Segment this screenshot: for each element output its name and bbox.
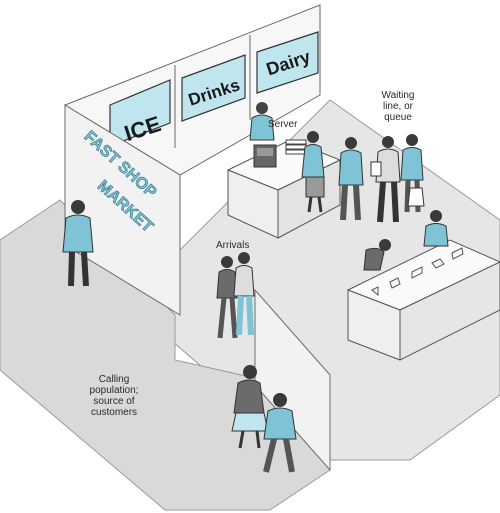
server-label: Server [268,119,298,130]
calling-population-label-line: population; [89,385,139,396]
server-person [249,102,275,141]
queue-person-3 [400,134,425,213]
shopper-at-display-case [423,210,449,247]
cash-register-icon [253,144,277,168]
customer-being-served [301,131,325,213]
calling-population-label: Calling population; source of customers [84,374,144,418]
arrival-person-1 [216,256,238,339]
drinks-sign-panel [181,54,246,122]
arrivals-label: Arrivals [216,240,250,251]
waiting-line-label-line: queue [384,112,412,123]
waiting-line-label-line: Waiting [381,90,415,101]
calling-population-person-3 [263,393,297,473]
queue-person-2 [370,136,401,223]
goods-stack-icon [285,139,307,155]
calling-population-label-line: Calling [98,374,130,385]
arrival-corridor-wall [254,288,331,472]
waiting-line-label-line: line, or [382,101,413,112]
waiting-line-label: Waiting line, or queue [373,90,423,123]
display-items-icon [371,247,464,297]
calling-population-person-1 [62,200,94,287]
dairy-sign-panel [256,31,319,94]
arrival-person-2 [233,252,255,336]
calling-population-label-line: source of [93,396,135,407]
queue-person-1 [338,137,364,221]
calling-population-label-line: customers [90,407,138,418]
display-case-side [399,261,500,361]
shopper-bending [363,239,391,271]
store-side-wall [64,104,181,316]
